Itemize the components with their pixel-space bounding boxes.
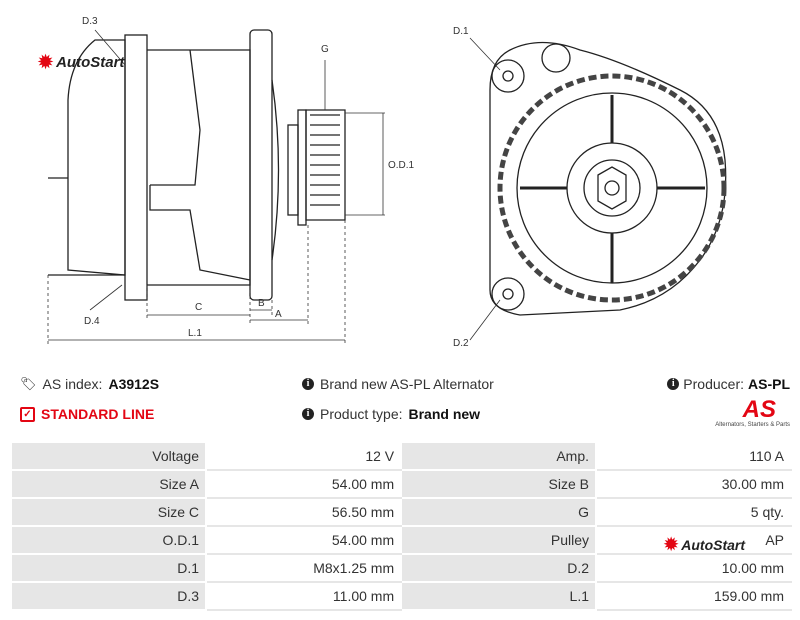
- dimension-lines: [47, 29, 385, 345]
- as-index-value: A3912S: [108, 376, 160, 392]
- spec-value: 30.00 mm: [595, 469, 792, 499]
- autostart-logo-text: AutoStart: [681, 537, 746, 553]
- spec-value: 56.50 mm: [205, 497, 403, 527]
- spec-value: 11.00 mm: [205, 581, 403, 611]
- autostart-gear-icon: ✹: [38, 52, 54, 72]
- label-d1: D.1: [453, 26, 469, 37]
- spec-value: 110 A: [595, 441, 792, 471]
- standard-line-label: STANDARD LINE: [41, 406, 155, 422]
- as-pl-tagline: Alternators, Starters & Parts: [715, 422, 790, 428]
- tags-icon: 🏷: [20, 376, 37, 391]
- autostart-gear-icon: ✹: [664, 535, 679, 554]
- autostart-watermark-logo: ✹ AutoStart: [664, 535, 745, 555]
- label-b: B: [258, 298, 265, 309]
- label-d3: D.3: [82, 16, 98, 27]
- spec-label: D.2: [400, 553, 598, 583]
- spec-value: 12 V: [205, 441, 403, 471]
- spec-label: D.3: [9, 581, 208, 611]
- autostart-logo-text: AutoStart: [56, 54, 125, 71]
- label-g: G: [321, 44, 329, 55]
- label-l1: L.1: [188, 328, 202, 339]
- spec-value: 54.00 mm: [205, 469, 403, 499]
- description: i Brand new AS-PL Alternator: [302, 376, 494, 392]
- producer-value: AS-PL: [748, 376, 790, 392]
- spec-value: AP: [595, 525, 792, 555]
- product-type-label: Product type:: [320, 406, 403, 422]
- checkbox-checked-icon: ✓: [20, 406, 35, 422]
- spec-label: Size A: [9, 469, 208, 499]
- spec-label: L.1: [400, 581, 598, 611]
- spec-value: 159.00 mm: [595, 581, 792, 611]
- spec-label: Voltage: [9, 441, 208, 471]
- label-c: C: [195, 302, 202, 313]
- spec-value: 5 qty.: [595, 497, 792, 527]
- info-icon: i: [302, 408, 314, 420]
- spec-value: 10.00 mm: [595, 553, 792, 583]
- info-icon: i: [667, 378, 680, 390]
- description-text: Brand new AS-PL Alternator: [320, 376, 494, 392]
- spec-label: Amp.: [400, 441, 598, 471]
- label-a: A: [275, 309, 282, 320]
- producer-label: Producer:: [683, 376, 744, 392]
- standard-line: ✓ STANDARD LINE: [20, 406, 154, 422]
- front-view: [489, 41, 727, 316]
- as-pl-logo: AS Alternators, Starters & Parts: [715, 396, 790, 429]
- as-index-label: AS index:: [42, 376, 103, 392]
- spec-label: O.D.1: [9, 525, 208, 555]
- as-index: 🏷 AS index: A3912S: [20, 376, 159, 392]
- spec-label: Size C: [9, 497, 208, 527]
- as-pl-logo-mark: AS: [742, 396, 776, 423]
- label-od1: O.D.1: [388, 160, 415, 171]
- product-type-value: Brand new: [408, 406, 481, 422]
- product-type: i Product type: Brand new: [302, 406, 480, 422]
- spec-label: Size B: [400, 469, 598, 499]
- spec-label: G: [400, 497, 598, 527]
- spec-value: 54.00 mm: [205, 525, 403, 555]
- label-d2: D.2: [453, 338, 469, 349]
- side-view: [48, 29, 346, 301]
- spec-value: M8x1.25 mm: [205, 553, 403, 583]
- alternator-technical-drawing: D.3 G O.D.1 C B A L.1 D.4 D.1 D.2: [47, 16, 727, 349]
- label-d4: D.4: [84, 316, 100, 327]
- autostart-logo: ✹ AutoStart: [38, 52, 124, 73]
- producer: i Producer: AS-PL: [667, 376, 790, 392]
- info-icon: i: [302, 378, 314, 390]
- spec-label: D.1: [9, 553, 208, 583]
- spec-label: Pulley: [400, 525, 598, 555]
